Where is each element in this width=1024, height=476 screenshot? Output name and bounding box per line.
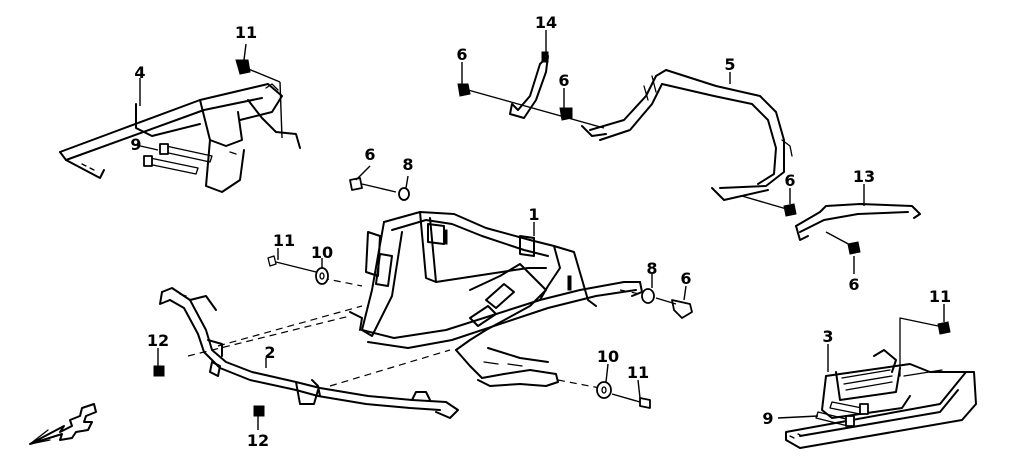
callout-14: 14 xyxy=(535,13,557,32)
callout-leaders xyxy=(135,30,945,430)
callout-6b: 6 xyxy=(558,71,569,90)
lower-bracket-part-2 xyxy=(159,287,459,419)
callout-12b: 12 xyxy=(247,431,269,450)
callout-5: 5 xyxy=(724,55,735,74)
bolt-part-12-left xyxy=(153,365,165,377)
callout-13: 13 xyxy=(853,167,875,186)
washer-part-8-frame-right xyxy=(641,288,655,304)
callout-11d: 11 xyxy=(627,363,649,382)
callout-6f: 6 xyxy=(848,275,859,294)
callout-1: 1 xyxy=(528,205,539,224)
bolt-part-12-bottom xyxy=(253,405,265,417)
footrest-bracket-part-3 xyxy=(785,317,977,449)
callout-11b: 11 xyxy=(273,231,295,250)
callout-10a: 10 xyxy=(311,243,333,262)
callout-2: 2 xyxy=(264,343,275,362)
bolt-part-11-frame-right xyxy=(611,393,651,409)
front-direction-arrow-icon xyxy=(29,403,97,445)
washer-part-10-frame-left xyxy=(315,267,329,285)
washer-part-8-frame-top xyxy=(398,187,410,201)
callout-9a: 9 xyxy=(130,135,141,154)
callout-4: 4 xyxy=(134,63,145,82)
callout-9b: 9 xyxy=(762,409,773,428)
bolt-part-9-upper xyxy=(143,143,213,175)
callout-12a: 12 xyxy=(147,331,169,350)
bolt-part-6-frame-right xyxy=(655,297,693,319)
bracket-part-13 xyxy=(795,203,921,241)
assembly-guide-lines xyxy=(187,277,641,389)
callout-3: 3 xyxy=(822,327,833,346)
grab-rail-part-5 xyxy=(581,69,793,201)
callout-8a: 8 xyxy=(402,155,413,174)
bolt-part-11-upper xyxy=(235,59,283,139)
bolts-part-6-rail xyxy=(457,83,861,255)
callout-6c: 6 xyxy=(364,145,375,164)
callout-8b: 8 xyxy=(646,259,657,278)
main-frame-part-1 xyxy=(349,211,643,387)
callout-11c: 11 xyxy=(929,287,951,306)
washer-part-10-frame-right xyxy=(596,381,612,399)
bolt-part-11-right xyxy=(899,317,951,335)
callout-6e: 6 xyxy=(680,269,691,288)
bolt-part-11-frame-left xyxy=(267,255,317,273)
callout-6d: 6 xyxy=(784,171,795,190)
callout-labels: 1 2 3 4 5 6 6 6 6 6 6 8 8 9 9 10 10 11 1… xyxy=(130,13,951,450)
bracket-part-14 xyxy=(509,51,549,119)
callout-10b: 10 xyxy=(597,347,619,366)
callout-6a: 6 xyxy=(456,45,467,64)
bolt-part-6-frame-top xyxy=(349,177,397,193)
callout-11a: 11 xyxy=(235,23,257,42)
bracket-part-4 xyxy=(59,83,301,193)
